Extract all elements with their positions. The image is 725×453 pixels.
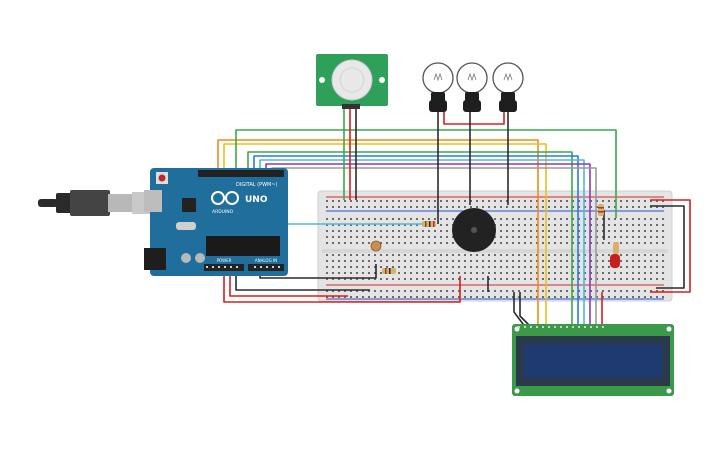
- lcd-display-icon[interactable]: [512, 324, 674, 396]
- wire-cyan-lcd[interactable]: [259, 159, 585, 328]
- center-channel: [322, 249, 668, 253]
- analog-header-label: ANALOG IN: [255, 258, 277, 263]
- photoresistor-icon[interactable]: [370, 240, 382, 252]
- lcd-screen: [524, 344, 662, 378]
- light-bulb-icon: [492, 62, 524, 94]
- wire-right-black[interactable]: [650, 205, 685, 289]
- led-icon[interactable]: [610, 242, 620, 268]
- wire-lcd-gnd[interactable]: [513, 292, 527, 329]
- model-label: UNO: [245, 195, 268, 205]
- resistor-icon: [598, 204, 604, 216]
- top-power-rail[interactable]: [326, 198, 664, 210]
- wire-orange-lcd[interactable]: [217, 139, 539, 328]
- power-header-label: POWER: [217, 258, 232, 263]
- resistor-icon[interactable]: [422, 221, 436, 227]
- wire-green-lcd[interactable]: [247, 151, 573, 328]
- usb-chip: [182, 198, 196, 212]
- wire-green-top-rail[interactable]: [235, 129, 617, 218]
- wire-group: [217, 108, 691, 329]
- lcd-pin-header[interactable]: [518, 326, 608, 332]
- digital-header-label: DIGITAL (PWM~): [236, 182, 278, 188]
- capacitor-2: [195, 253, 205, 263]
- piezo-buzzer-icon[interactable]: [452, 208, 496, 252]
- resistor-ldr[interactable]: [382, 268, 396, 274]
- resistor-icon: [613, 242, 619, 254]
- bottom-power-rail[interactable]: [326, 286, 664, 298]
- capacitor-1: [181, 253, 191, 263]
- pir-dome: [331, 59, 373, 101]
- arduino-uno[interactable]: DIGITAL (PWM~) UNO ARDUINO POWER ANALOG …: [38, 168, 288, 276]
- atmega-chip: [206, 236, 280, 256]
- power-jack: [144, 248, 166, 270]
- usb-cable-icon: [38, 190, 152, 216]
- pir-mount-right: [379, 77, 385, 83]
- crystal: [176, 222, 196, 230]
- wire-purple-lcd[interactable]: [265, 163, 591, 328]
- light-bulb-icon: [456, 62, 488, 94]
- arduino-logo: [211, 191, 239, 205]
- light-bulb-3[interactable]: [492, 62, 524, 112]
- wire-bulb-common[interactable]: [443, 112, 505, 125]
- light-bulb-icon: [422, 62, 454, 94]
- wire-5v-lower[interactable]: [223, 262, 461, 303]
- wire-right-red[interactable]: [650, 199, 691, 293]
- wire-blue-lcd[interactable]: [253, 155, 579, 328]
- light-bulb-2[interactable]: [456, 62, 488, 112]
- buzzer-hole: [471, 227, 477, 233]
- pir-mount-left: [319, 77, 325, 83]
- usb-port: [144, 190, 162, 212]
- pir-pins[interactable]: [342, 104, 360, 109]
- light-bulb-1[interactable]: [422, 62, 454, 112]
- brand-label: ARDUINO: [212, 209, 234, 215]
- resistor-led[interactable]: [598, 204, 604, 216]
- pir-sensor-icon[interactable]: [316, 54, 388, 109]
- led-body: [610, 254, 620, 268]
- wire-yellow-lcd[interactable]: [223, 143, 547, 328]
